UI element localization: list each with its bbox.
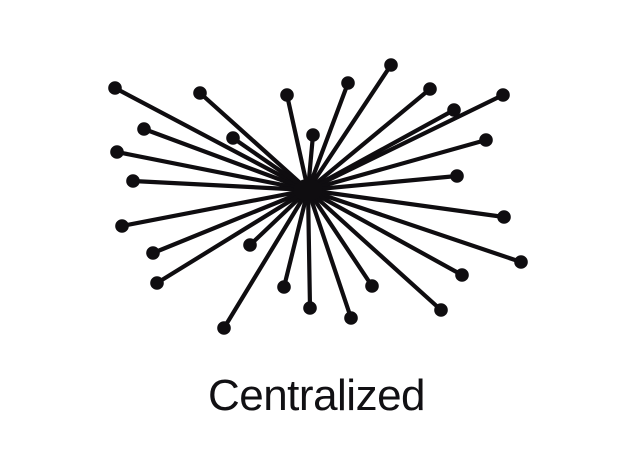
edge [305, 80, 351, 193]
edge [305, 187, 375, 289]
edge [247, 187, 311, 248]
node-dot [226, 131, 240, 145]
node-dot [280, 88, 294, 102]
node-dot [115, 219, 129, 233]
edge [141, 126, 311, 193]
node-dot [514, 255, 528, 269]
edge [150, 187, 311, 256]
figure-caption: Centralized [207, 371, 426, 420]
node-dot [110, 145, 124, 159]
node-dot [146, 246, 160, 260]
edge [230, 135, 311, 193]
node-dot [306, 128, 320, 142]
edge [281, 187, 311, 290]
edge [154, 187, 311, 286]
node-dot [434, 303, 448, 317]
node-dot [447, 103, 461, 117]
node-dot [341, 76, 355, 90]
edge [305, 86, 433, 193]
node-dot [450, 169, 464, 183]
node-dot [344, 311, 358, 325]
node-dot [496, 88, 510, 102]
edge [305, 187, 444, 313]
hub-node [293, 179, 323, 201]
node-dot [277, 280, 291, 294]
edge [305, 137, 489, 193]
edge [305, 187, 465, 278]
edge [130, 178, 311, 193]
edge [112, 85, 311, 193]
node-dot [423, 82, 437, 96]
edge [114, 149, 311, 193]
node-dot [126, 174, 140, 188]
edge [305, 187, 507, 220]
node-dot [384, 58, 398, 72]
node-dot [193, 86, 207, 100]
node-dot [455, 268, 469, 282]
edge [305, 92, 506, 193]
node-dot [243, 238, 257, 252]
node-dot [137, 122, 151, 136]
edge [221, 187, 311, 331]
node-dot [217, 321, 231, 335]
node-dot [497, 210, 511, 224]
node-dot [150, 276, 164, 290]
node-dot [108, 81, 122, 95]
edge [305, 187, 354, 321]
edge [284, 92, 311, 193]
edge [197, 90, 311, 193]
edge [305, 62, 394, 193]
node-dot [479, 133, 493, 147]
edge [119, 187, 311, 229]
edge [305, 187, 313, 311]
edge [305, 187, 524, 265]
edge [305, 173, 460, 193]
node-dot [303, 301, 317, 315]
node-dot [365, 279, 379, 293]
